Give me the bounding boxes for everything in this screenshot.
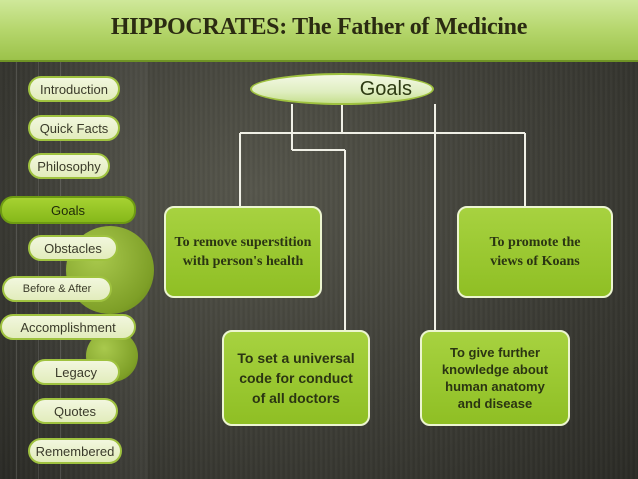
goal-text: To give further knowledge about human an… [441, 345, 549, 411]
goal-text: To set a universal code for conduct of a… [237, 350, 355, 406]
nav-quick-facts-button[interactable]: Quick Facts [28, 115, 120, 141]
nav-item-label: Philosophy [37, 158, 101, 174]
goal-box-remove-superstition: To remove superstition with person's hea… [164, 206, 322, 298]
sidebar-divider [38, 62, 39, 479]
nav-item-label: Introduction [40, 81, 108, 97]
nav-philosophy-button[interactable]: Philosophy [28, 153, 110, 179]
nav-obstacles-button[interactable]: Obstacles [28, 235, 118, 261]
nav-item-label: Quotes [54, 403, 96, 419]
nav-item-label: Quick Facts [39, 120, 109, 136]
nav-item-label: Goals [51, 202, 85, 218]
nav-remembered-button[interactable]: Remembered [28, 438, 122, 464]
goal-box-further-knowledge: To give further knowledge about human an… [420, 330, 570, 426]
goals-root-node [250, 73, 434, 105]
sidebar-divider [60, 62, 61, 479]
nav-item-label: Remembered [35, 443, 115, 459]
nav-item-label: Accomplishment [20, 319, 116, 335]
nav-before-after-button[interactable]: Before & After [2, 276, 112, 302]
goal-box-promote-views: To promote the views of Koans [457, 206, 613, 298]
sidebar-divider [16, 62, 17, 479]
goals-root-label: Goals [359, 78, 412, 100]
slide-title: HIPPOCRATES: The Father of Medicine [110, 14, 528, 40]
nav-legacy-button[interactable]: Legacy [32, 359, 120, 385]
nav-quotes-button[interactable]: Quotes [32, 398, 118, 424]
nav-introduction-button[interactable]: Introduction [28, 76, 120, 102]
nav-item-label: Obstacles [44, 240, 102, 256]
goal-text: To promote the views of Koans [489, 235, 581, 269]
nav-item-label: Before & After [22, 283, 92, 295]
title-bar: HIPPOCRATES: The Father of Medicine [0, 0, 638, 62]
goal-box-universal-code: To set a universal code for conduct of a… [222, 330, 370, 426]
nav-goals-button[interactable]: Goals [0, 196, 136, 224]
nav-item-label: Legacy [55, 364, 97, 380]
nav-accomplishment-button[interactable]: Accomplishment [0, 314, 136, 340]
goal-text: To remove superstition with person's hea… [174, 235, 312, 269]
